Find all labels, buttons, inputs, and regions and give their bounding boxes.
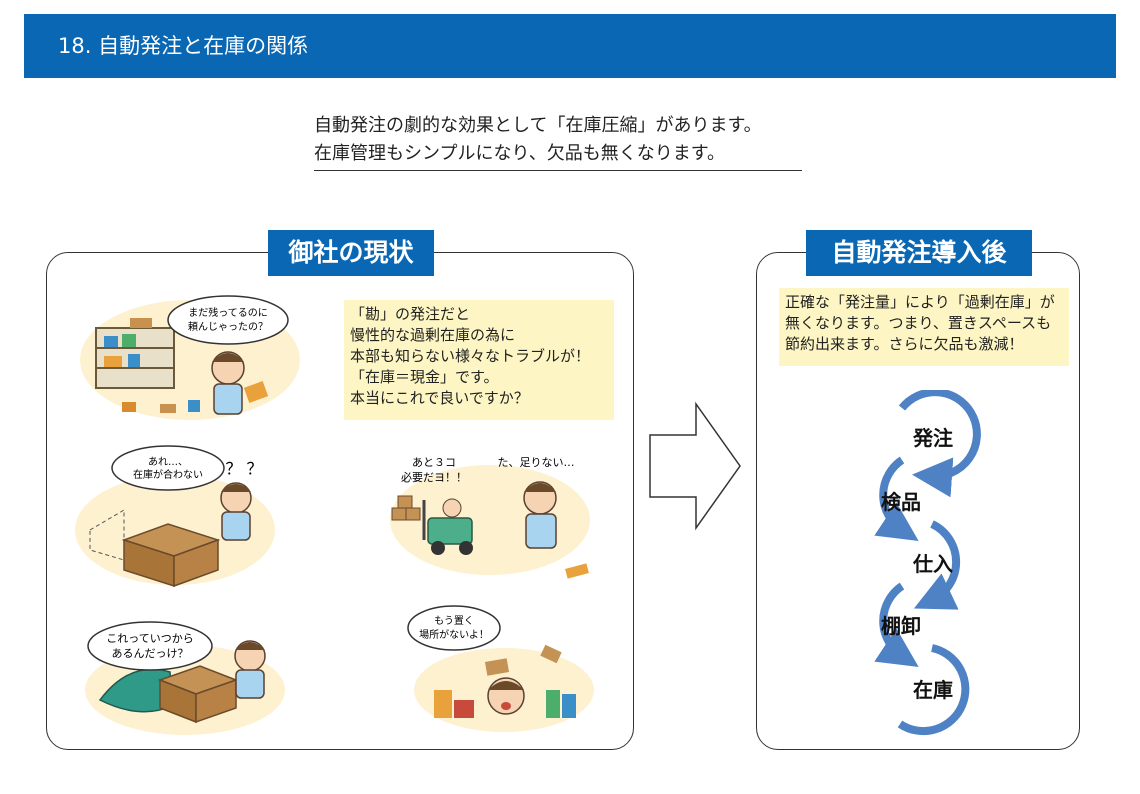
cycle-arrow-4 [874,582,919,668]
intro-line-2: 在庫管理もシンプルになり、欠品も無くなります。 [314,140,802,171]
scene-mismatch-illustration [75,475,275,588]
cycle-arrow-1 [898,390,981,498]
cycle-arrow-3 [913,520,961,610]
note-line: 正確な「発注量」により「過剰在庫」が [785,293,1055,311]
transition-arrow [649,401,741,531]
bubble-1-line-2: 頼んじゃったの？ [188,321,268,333]
cycle-arrow-2 [874,456,919,542]
scene-shortage-illustration [390,465,590,579]
bubble-5-line-1: もう置く [434,615,474,627]
scene-no-space-illustration [414,644,594,732]
bubble-1-line-1: まだ残ってるのに [188,306,268,319]
bubble-2-line-1: あれ…、 [148,456,188,468]
bubble-2-line-2: 在庫が合わない [133,468,203,481]
note-line: 無くなります。つまり、置きスペースも [785,314,1052,332]
cycle-step-purchase: 仕入 [913,552,953,576]
speech-bubble-4: これっていつから あるんだっけ？ [87,621,213,671]
note-line: 慢性的な過剰在庫の為に [350,326,516,344]
cycle-step-order: 発注 [913,426,953,450]
speech-bubble-3: あと３コ 必要だヨ！！ た、足りない… [401,456,575,484]
cycle-arrow-5 [897,644,970,736]
cycle-step-stocktake: 棚卸 [881,614,921,638]
intro-line-1: 自動発注の劇的な効果として「在庫圧縮」があります。 [314,115,762,136]
after-introduction-title: 自動発注導入後 [806,230,1032,276]
bubble-3-right: た、足りない… [498,456,575,469]
note-line: 本部も知らない様々なトラブルが！ [350,347,591,365]
current-state-note: 「勘」の発注だと 慢性的な過剰在庫の為に 本部も知らない様々なトラブルが！ 「在… [344,300,614,420]
bubble-5-line-2: 場所がないよ！ [419,628,489,641]
page-title: 18. 自動発注と在庫の関係 [58,34,309,58]
intro-text: 自動発注の劇的な効果として「在庫圧縮」があります。 在庫管理もシンプルになり、欠… [314,112,802,171]
question-marks: ？ ？ [225,459,262,478]
bubble-3-line-1: あと３コ [412,456,456,469]
cycle-step-inventory: 在庫 [913,678,953,702]
note-line: 「勘」の発注だと [350,305,471,323]
bubble-3-line-2: 必要だヨ！！ [401,471,467,484]
speech-bubble-2: あれ…、 在庫が合わない ？ ？ [111,445,263,491]
note-line: 節約出来ます。さらに欠品も激減！ [785,335,1024,353]
speech-bubble-1: まだ残ってるのに 頼んじゃったの？ [167,295,289,345]
bubble-4-line-2: あるんだっけ？ [112,647,189,660]
note-line: 「在庫＝現金」です。 [350,368,499,386]
speech-bubble-5: もう置く 場所がないよ！ [407,605,501,651]
cycle-step-inspection: 検品 [881,490,921,514]
note-line: 本当にこれで良いですか？ [350,389,529,407]
after-introduction-note: 正確な「発注量」により「過剰在庫」が 無くなります。つまり、置きスペースも 節約… [779,288,1069,366]
bubble-4-line-1: これっていつから [106,632,193,645]
order-cycle-diagram [874,390,981,736]
header-bar: 18. 自動発注と在庫の関係 [24,14,1116,78]
current-state-title: 御社の現状 [268,230,434,276]
